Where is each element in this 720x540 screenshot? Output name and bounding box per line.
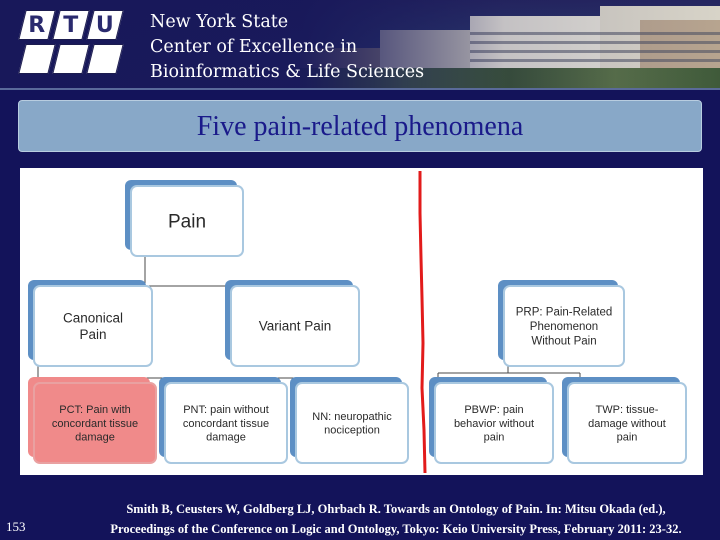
node-pct	[33, 382, 157, 464]
slide-number: 153	[6, 519, 26, 534]
node-canonical-pain-label: Canonical	[63, 310, 123, 325]
logo-letter: T	[63, 13, 79, 38]
node-nn-label: nociception	[324, 425, 380, 437]
header-divider	[0, 88, 720, 90]
logo-letter: U	[95, 13, 114, 38]
node-prp-label: Phenomenon	[530, 321, 598, 333]
slide-title-bar: Five pain-related phenomena	[18, 100, 702, 152]
node-pnt	[164, 382, 288, 464]
node-twp	[567, 382, 687, 464]
header-banner: R T U New York State Center of Excellenc…	[0, 0, 720, 88]
node-pnt-label: PNT: pain without	[183, 404, 269, 416]
node-twp-label: pain	[617, 432, 638, 444]
slide-title: Five pain-related phenomena	[196, 111, 524, 142]
node-pbwp-label: PBWP: pain	[464, 404, 523, 416]
node-nn-label: NN: neuropathic	[312, 411, 392, 423]
node-prp	[503, 285, 625, 367]
node-pain-label: Pain	[168, 212, 206, 233]
node-pbwp-label: behavior without	[454, 418, 534, 430]
node-pnt-label: damage	[206, 432, 246, 444]
logo-letter: R	[28, 13, 46, 38]
citation: Smith B, Ceusters W, Goldberg LJ, Ohrbac…	[76, 499, 716, 539]
institution-name: New York State Center of Excellence in B…	[150, 10, 424, 85]
node-pbwp	[434, 382, 554, 464]
node-pain	[130, 185, 244, 257]
node-pnt-label: concordant tissue	[183, 418, 269, 430]
node-nn	[295, 382, 409, 464]
institution-line: Bioinformatics & Life Sciences	[150, 62, 425, 82]
node-twp-label: TWP: tissue-	[596, 404, 659, 416]
node-twp-label: damage without	[588, 418, 666, 430]
citation-line: Proceedings of the Conference on Logic a…	[110, 522, 682, 536]
node-prp-label: PRP: Pain-Related	[516, 307, 613, 319]
node-canonical-pain-label: Pain	[79, 327, 106, 342]
node-prp-label: Without Pain	[531, 335, 596, 347]
node-pct-label: concordant tissue	[52, 418, 138, 430]
divider-line	[418, 171, 427, 474]
node-pbwp-label: pain	[484, 432, 505, 444]
node-pct-label: damage	[75, 432, 115, 444]
node-variant-pain	[230, 285, 360, 367]
institution-line: New York State	[150, 12, 289, 32]
node-variant-pain-label: Variant Pain	[259, 319, 332, 334]
institution-line: Center of Excellence in	[150, 37, 358, 57]
node-pct-label: PCT: Pain with	[59, 404, 131, 416]
citation-line: Smith B, Ceusters W, Goldberg LJ, Ohrbac…	[126, 502, 666, 516]
node-canonical-pain	[33, 285, 153, 367]
